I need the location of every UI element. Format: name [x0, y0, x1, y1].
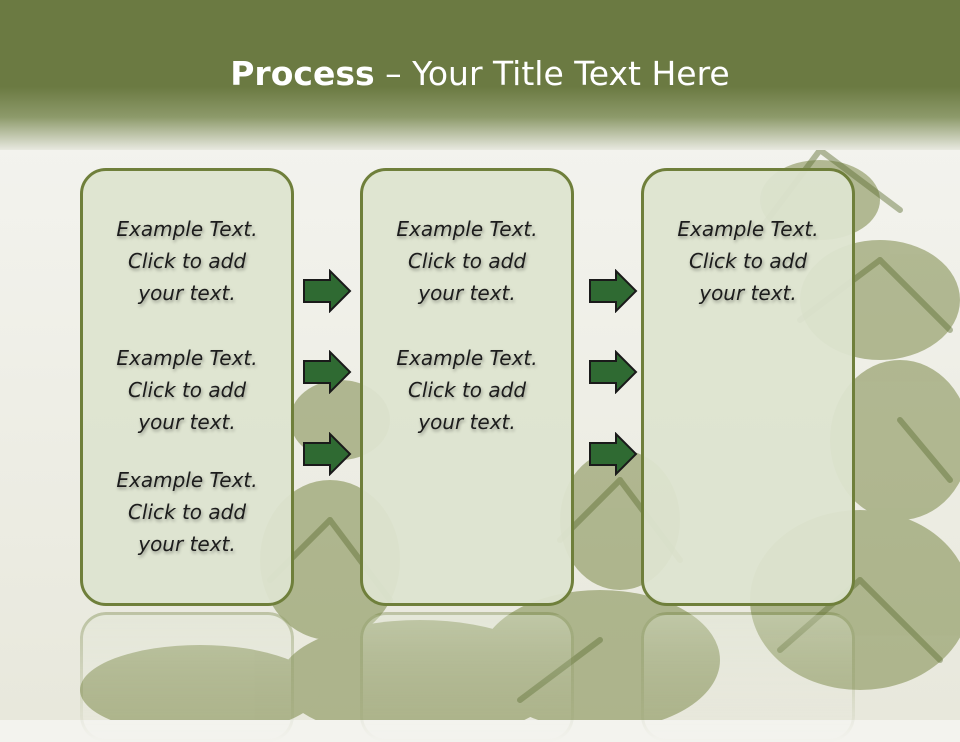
text-line: Example Text.	[677, 217, 819, 241]
process-box-2[interactable]: Example Text. Click to add your text. Ex…	[360, 168, 574, 606]
right-arrow-icon	[589, 350, 638, 394]
text-line: your text.	[138, 281, 236, 305]
box-1-reflection	[80, 612, 294, 742]
text-line: Example Text.	[116, 217, 258, 241]
right-arrow-icon	[303, 432, 352, 476]
text-line: your text.	[699, 281, 797, 305]
box-1-text-2[interactable]: Example Text. Click to add your text.	[83, 342, 291, 438]
text-line: Example Text.	[396, 346, 538, 370]
right-arrow-icon	[589, 269, 638, 313]
box-1-text-3[interactable]: Example Text. Click to add your text.	[83, 464, 291, 560]
text-line: Click to add	[407, 378, 527, 402]
text-line: Example Text.	[116, 468, 258, 492]
text-line: Click to add	[127, 500, 247, 524]
box-1-text-1[interactable]: Example Text. Click to add your text.	[83, 213, 291, 309]
process-box-3[interactable]: Example Text. Click to add your text.	[641, 168, 855, 606]
box-2-reflection	[360, 612, 574, 742]
text-line: Click to add	[688, 249, 808, 273]
right-arrow-icon	[303, 269, 352, 313]
text-line: Click to add	[407, 249, 527, 273]
box-3-reflection	[641, 612, 855, 742]
text-line: your text.	[418, 410, 516, 434]
title-rest-text: – Your Title Text Here	[374, 54, 730, 93]
text-line: Example Text.	[116, 346, 258, 370]
box-3-text-1[interactable]: Example Text. Click to add your text.	[644, 213, 852, 309]
right-arrow-icon	[303, 350, 352, 394]
text-line: Example Text.	[396, 217, 538, 241]
box-2-text-2[interactable]: Example Text. Click to add your text.	[363, 342, 571, 438]
right-arrow-icon	[589, 432, 638, 476]
box-2-text-1[interactable]: Example Text. Click to add your text.	[363, 213, 571, 309]
text-line: Click to add	[127, 378, 247, 402]
process-box-1[interactable]: Example Text. Click to add your text. Ex…	[80, 168, 294, 606]
text-line: your text.	[138, 532, 236, 556]
text-line: your text.	[418, 281, 516, 305]
title-banner	[0, 0, 960, 150]
text-line: Click to add	[127, 249, 247, 273]
title-bold-text: Process	[230, 54, 375, 93]
text-line: your text.	[138, 410, 236, 434]
slide-title[interactable]: Process – Your Title Text Here	[0, 52, 960, 96]
